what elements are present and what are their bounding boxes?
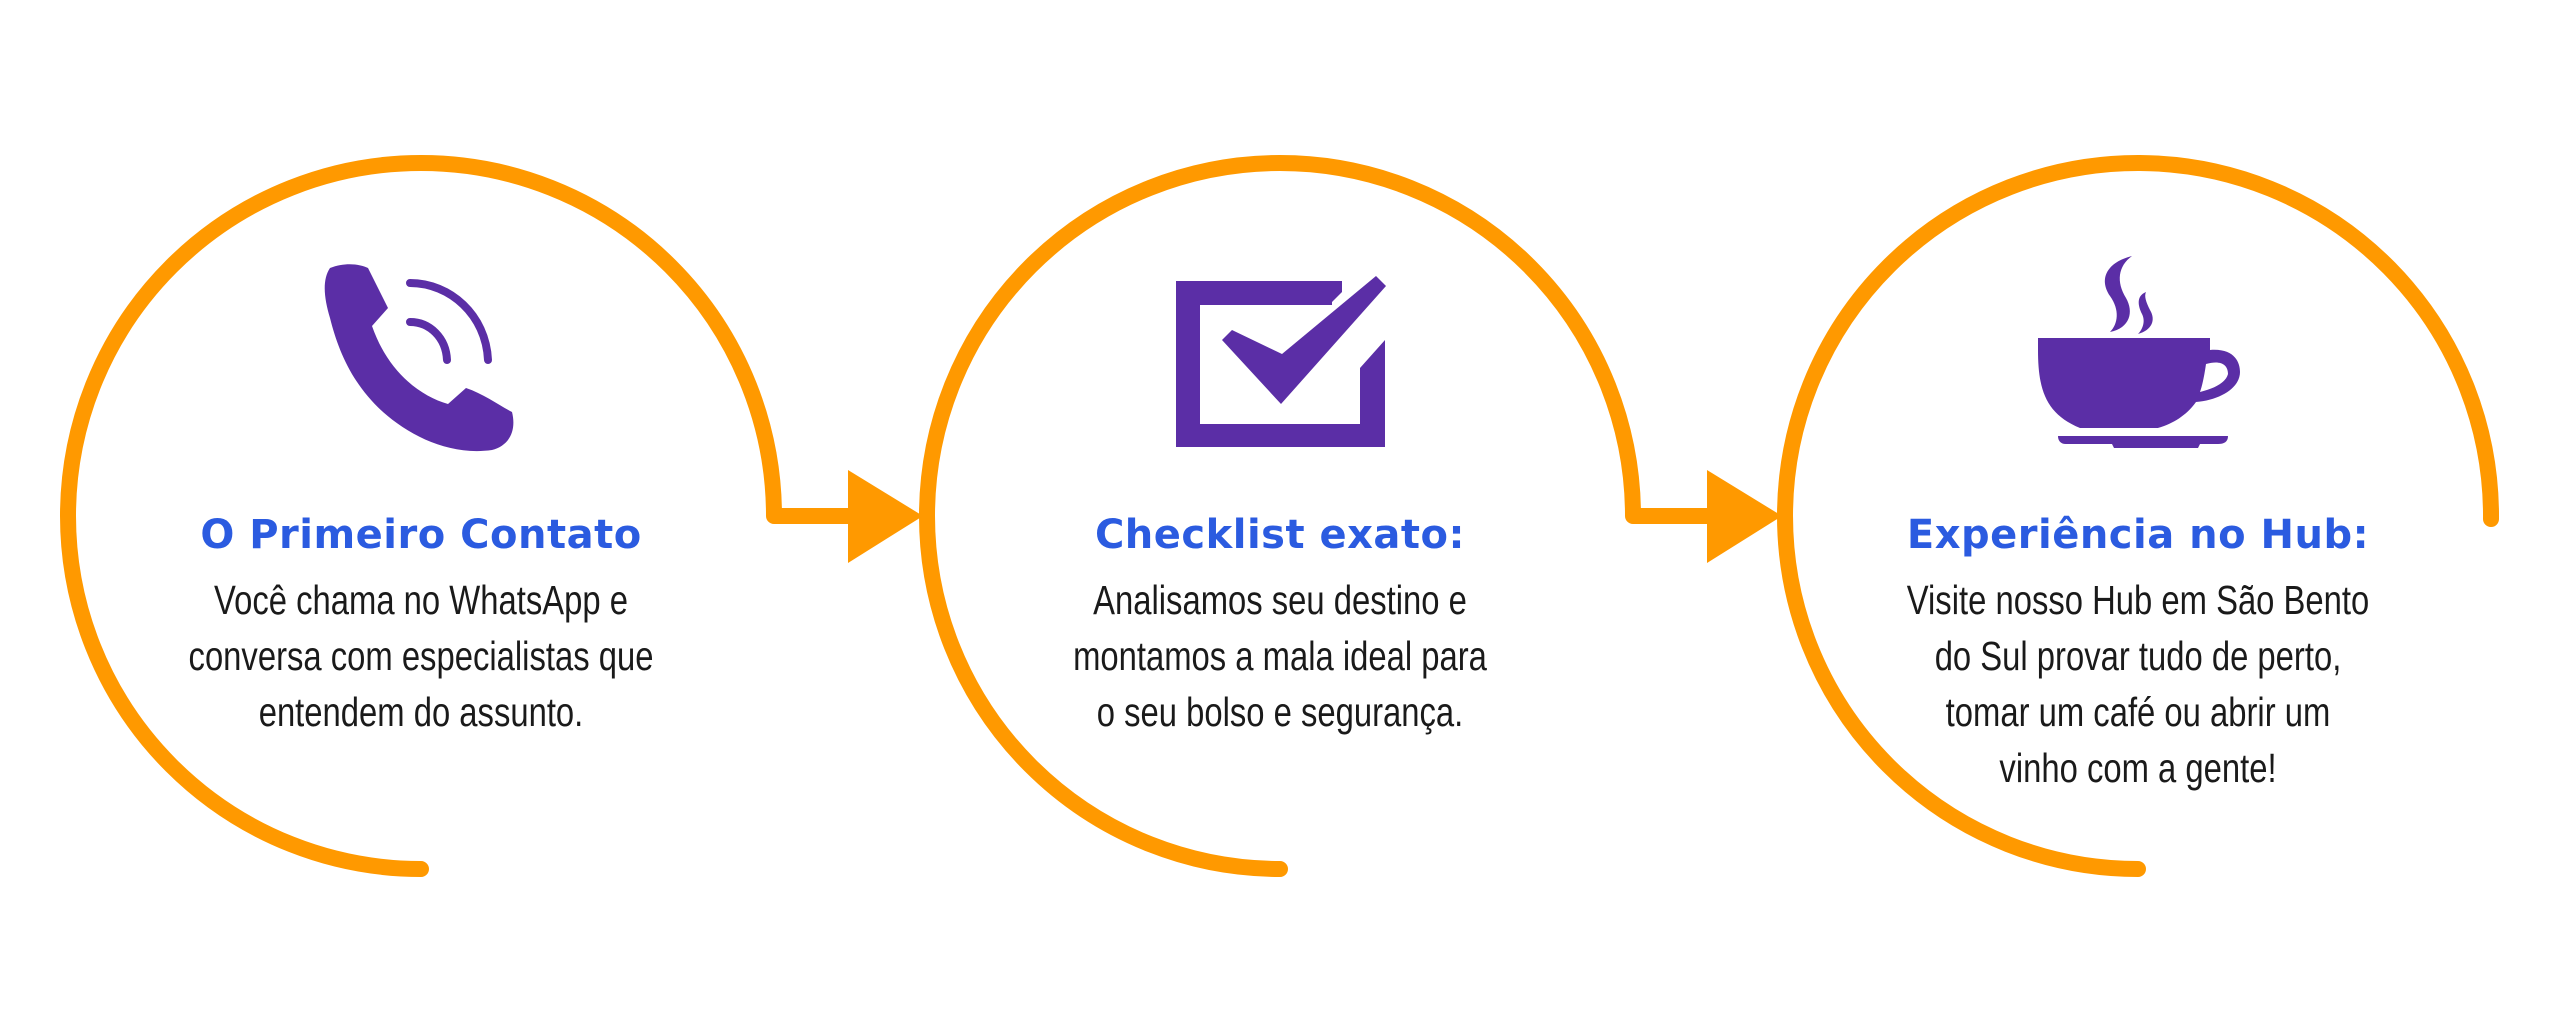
phone-icon <box>324 264 514 452</box>
step-3: Experiência no Hub: Visite nosso Hub em … <box>1838 512 2438 796</box>
step-3-ring <box>1777 155 2500 877</box>
step-2-title: Checklist exato: <box>1094 512 1466 558</box>
step-3-title: Experiência no Hub: <box>1906 512 2370 558</box>
step-2-ring <box>919 155 1717 877</box>
arrow-1-icon <box>848 470 923 563</box>
step-1: O Primeiro Contato Você chama no WhatsAp… <box>121 512 721 740</box>
checkbox-icon <box>1176 276 1386 447</box>
step-2-description: Analisamos seu destino e montamos a mala… <box>1073 577 1487 735</box>
step-1-title: O Primeiro Contato <box>200 512 642 558</box>
step-1-ring <box>60 155 858 877</box>
step-3-description: Visite nosso Hub em São Bento do Sul pro… <box>1906 577 2370 791</box>
coffee-cup-icon <box>2038 256 2240 448</box>
step-2: Checklist exato: Analisamos seu destino … <box>980 512 1580 740</box>
step-1-description: Você chama no WhatsApp e conversa com es… <box>188 577 654 735</box>
arrow-2-icon <box>1707 470 1782 563</box>
